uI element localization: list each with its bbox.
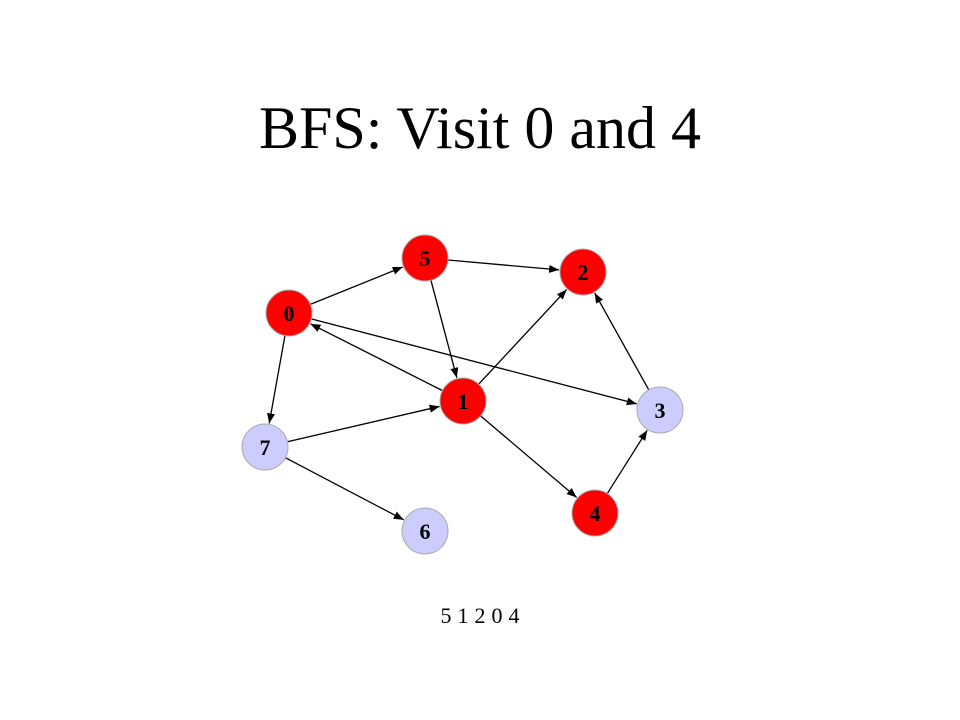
node-circle <box>241 423 289 471</box>
node-5: 5 <box>401 234 449 282</box>
node-label: 6 <box>420 519 431 544</box>
visit-order-item: 0 <box>491 603 503 628</box>
edge-3-to-2 <box>594 292 650 391</box>
edge-1-to-4 <box>480 415 578 498</box>
node-circle <box>265 289 313 337</box>
edge-0-to-7 <box>267 335 286 424</box>
edge-5-to-2 <box>447 259 560 273</box>
node-0: 0 <box>265 289 313 337</box>
node-6: 6 <box>401 507 449 555</box>
node-circle <box>401 507 449 555</box>
node-2: 2 <box>559 248 607 296</box>
slide-title: BFS: Visit 0 and 4 <box>258 95 702 161</box>
node-label: 3 <box>655 398 666 423</box>
node-7: 7 <box>241 423 289 471</box>
edge-1-to-2 <box>478 289 568 385</box>
edge-4-to-3 <box>606 429 648 494</box>
node-label: 4 <box>590 501 601 526</box>
node-circle <box>401 234 449 282</box>
node-circle <box>571 489 619 537</box>
node-1: 1 <box>439 377 487 425</box>
node-label: 2 <box>578 260 589 285</box>
visit-order-item: 4 <box>508 603 520 628</box>
edge-0-to-3 <box>311 318 637 406</box>
edge-5-to-1 <box>430 280 459 378</box>
node-4: 4 <box>571 489 619 537</box>
node-label: 1 <box>458 389 469 414</box>
edges <box>267 259 650 521</box>
node-label: 7 <box>260 435 271 460</box>
edge-0-to-5 <box>310 266 403 305</box>
visit-order-item: 5 <box>440 603 452 628</box>
edge-1-to-0 <box>310 323 443 392</box>
node-3: 3 <box>636 386 684 434</box>
node-label: 5 <box>420 246 431 271</box>
node-circle <box>439 377 487 425</box>
edge-7-to-1 <box>287 404 440 443</box>
visit-order-item: 1 <box>457 603 469 628</box>
node-circle <box>559 248 607 296</box>
node-label: 0 <box>284 301 295 326</box>
visit-order-item: 2 <box>474 603 486 628</box>
nodes: 0 1 2 3 4 5 6 7 <box>241 234 684 555</box>
edge-7-to-6 <box>285 457 405 521</box>
node-circle <box>636 386 684 434</box>
